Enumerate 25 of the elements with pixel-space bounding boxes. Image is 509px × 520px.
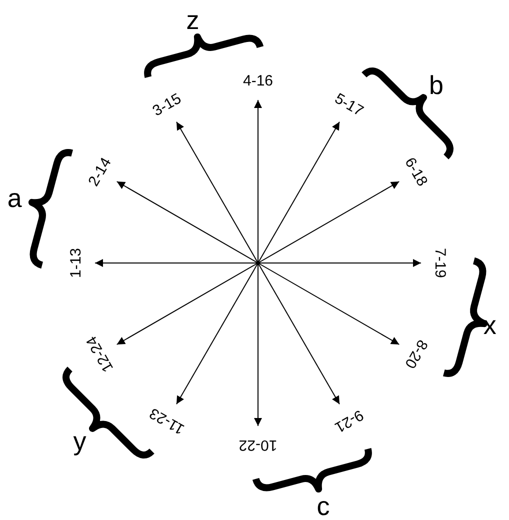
arrow [254,262,262,426]
direction-label: 10-22 [238,438,278,452]
group-letter: c [316,493,330,520]
direction-label: 1-13 [68,248,84,278]
arrow [258,262,400,345]
direction-label: 3-15 [150,91,184,120]
direction-label: 11-23 [147,404,187,436]
arrow [94,259,258,267]
arrow [258,181,400,264]
arrow [258,259,422,267]
direction-label: 9-21 [332,406,366,435]
group-letter: a [7,184,22,211]
group-letter: b [428,72,444,98]
arrow [116,262,258,345]
group-letter: y [73,428,86,454]
arrow [116,181,258,264]
arrow [176,262,258,405]
direction-label: 5-17 [332,91,366,120]
arrow [176,121,258,264]
group-letter: z [186,6,200,33]
direction-label: 4-16 [242,74,274,88]
arrow [258,121,340,264]
direction-label: 7-19 [432,248,448,278]
arrow [254,100,262,264]
arrow [258,262,340,405]
